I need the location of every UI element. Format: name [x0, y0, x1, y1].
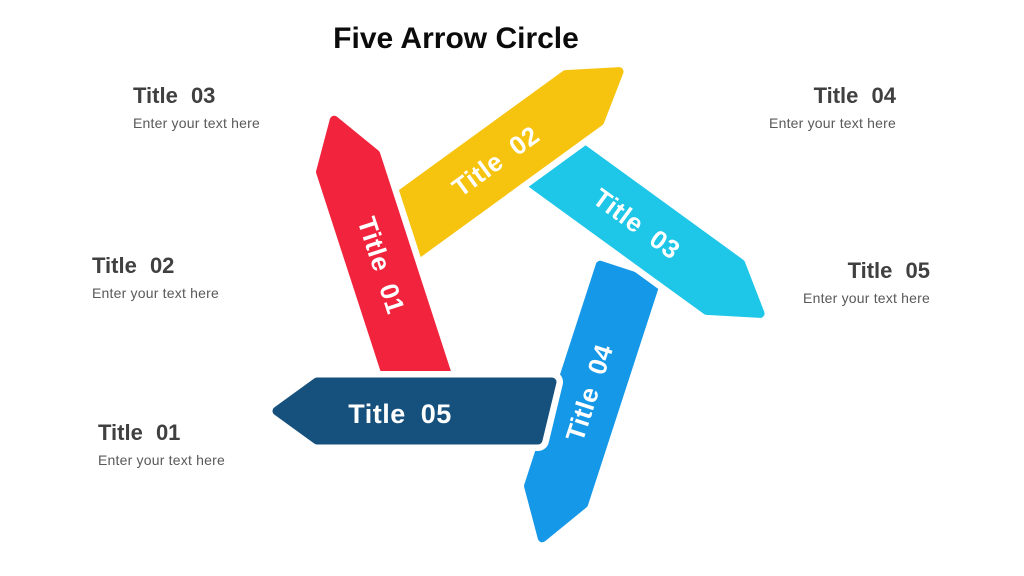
arrow-01: Title 01 [309, 109, 459, 404]
arrow-05-shape [272, 377, 557, 445]
label-mid-left-text: Enter your text here [92, 285, 219, 302]
arrow-04-shape [524, 260, 660, 543]
page-title: Five Arrow Circle [333, 22, 579, 55]
arrow-05: Title 05 [266, 371, 563, 451]
label-mid-right-title: Title 05 [847, 258, 930, 283]
arrow-02: Title 02 [366, 60, 631, 269]
label-mid-left: Title 02 Enter your text here [92, 253, 219, 302]
label-mid-right-text: Enter your text here [803, 290, 930, 307]
label-bottom-left: Title 01 Enter your text here [98, 420, 225, 469]
arrow-05-label: Title 05 [348, 399, 452, 429]
label-top-right: Title 04 Enter your text here [769, 83, 896, 132]
label-bottom-left-text: Enter your text here [98, 452, 225, 469]
label-top-left-title: Title 03 [133, 83, 216, 108]
label-top-right-text: Enter your text here [769, 115, 896, 132]
label-mid-right: Title 05 Enter your text here [803, 258, 930, 307]
arrow-04: Title 04 [517, 254, 667, 549]
label-mid-left-title: Title 02 [92, 253, 175, 278]
label-bottom-left-title: Title 01 [98, 420, 181, 445]
label-top-left: Title 03 Enter your text here [133, 83, 260, 132]
label-top-left-text: Enter your text here [133, 115, 260, 132]
label-top-right-title: Title 04 [813, 83, 896, 108]
